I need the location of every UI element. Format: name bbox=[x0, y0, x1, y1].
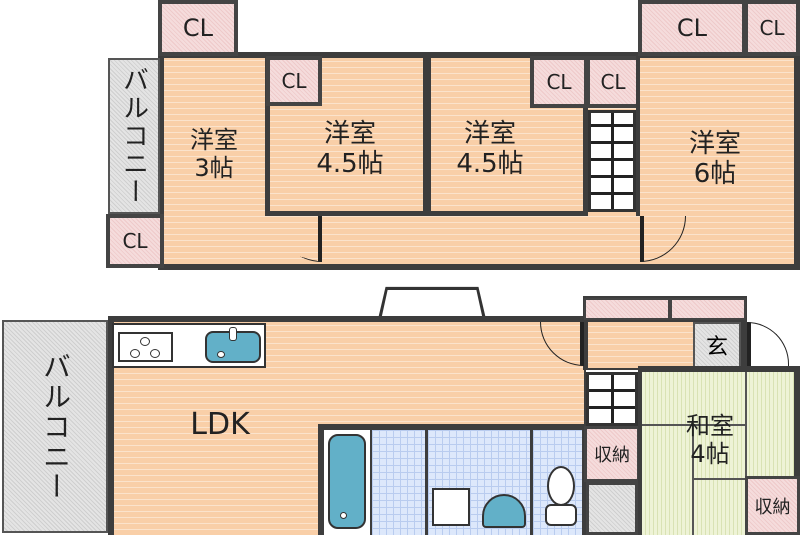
room-western-4-5-b-closet: CL bbox=[530, 56, 588, 108]
genkan-label: 玄 bbox=[705, 335, 728, 360]
room-western-3: 洋室 3帖 bbox=[190, 126, 238, 182]
sink-icon bbox=[205, 327, 261, 363]
room-western-6-wall bbox=[636, 56, 640, 216]
stove-icon bbox=[118, 332, 173, 362]
lower-stairs bbox=[586, 372, 638, 426]
ldk-label: LDK bbox=[190, 406, 250, 442]
lower-balcony-label: バルコニー bbox=[39, 351, 72, 502]
storage-lower-area bbox=[586, 482, 638, 535]
room-western-6-label: 洋室 6帖 bbox=[688, 129, 741, 189]
washbasin-icon bbox=[482, 494, 526, 528]
washroom-divider-1 bbox=[425, 426, 428, 535]
bay-window bbox=[377, 286, 487, 320]
japanese-room-storage: 収納 bbox=[745, 476, 800, 535]
tatami-line-3 bbox=[692, 424, 694, 535]
lower-balcony: バルコニー bbox=[2, 320, 108, 533]
room-western-4-5-a bbox=[270, 58, 423, 211]
upper-closet-bottom-left: CL bbox=[106, 214, 164, 268]
room-western-4-5-b-label: 洋室 4.5帖 bbox=[456, 119, 524, 179]
entrance-closet-2 bbox=[670, 298, 746, 320]
stair-closet: CL bbox=[586, 56, 640, 108]
bathtub-icon bbox=[328, 434, 366, 529]
toilet-icon bbox=[545, 466, 577, 528]
upper-closet-top-left: CL bbox=[158, 0, 238, 56]
washing-machine-icon bbox=[432, 488, 470, 526]
tatami-line-2 bbox=[745, 372, 747, 535]
entrance-closet-1 bbox=[584, 298, 670, 320]
washroom-divider-2 bbox=[530, 426, 533, 535]
upper-stairs bbox=[588, 110, 636, 212]
entrance-hall bbox=[588, 322, 693, 368]
room-western-6-closet-large: CL bbox=[638, 0, 746, 56]
room-western-4-5-a-label: 洋室 4.5帖 bbox=[316, 119, 384, 179]
room-western-6-closet-small: CL bbox=[744, 0, 800, 56]
upper-balcony: バルコニー bbox=[108, 58, 160, 214]
genkan: 玄 bbox=[693, 322, 741, 368]
upper-balcony-label: バルコニー bbox=[118, 66, 149, 206]
front-door[interactable] bbox=[747, 322, 789, 368]
japanese-room-label: 和室 4帖 bbox=[686, 412, 734, 468]
tatami-line-4 bbox=[692, 478, 746, 480]
tatami-line-1 bbox=[642, 424, 746, 426]
storage-center: 収納 bbox=[584, 426, 640, 482]
room-western-4-5-a-closet: CL bbox=[266, 56, 322, 106]
